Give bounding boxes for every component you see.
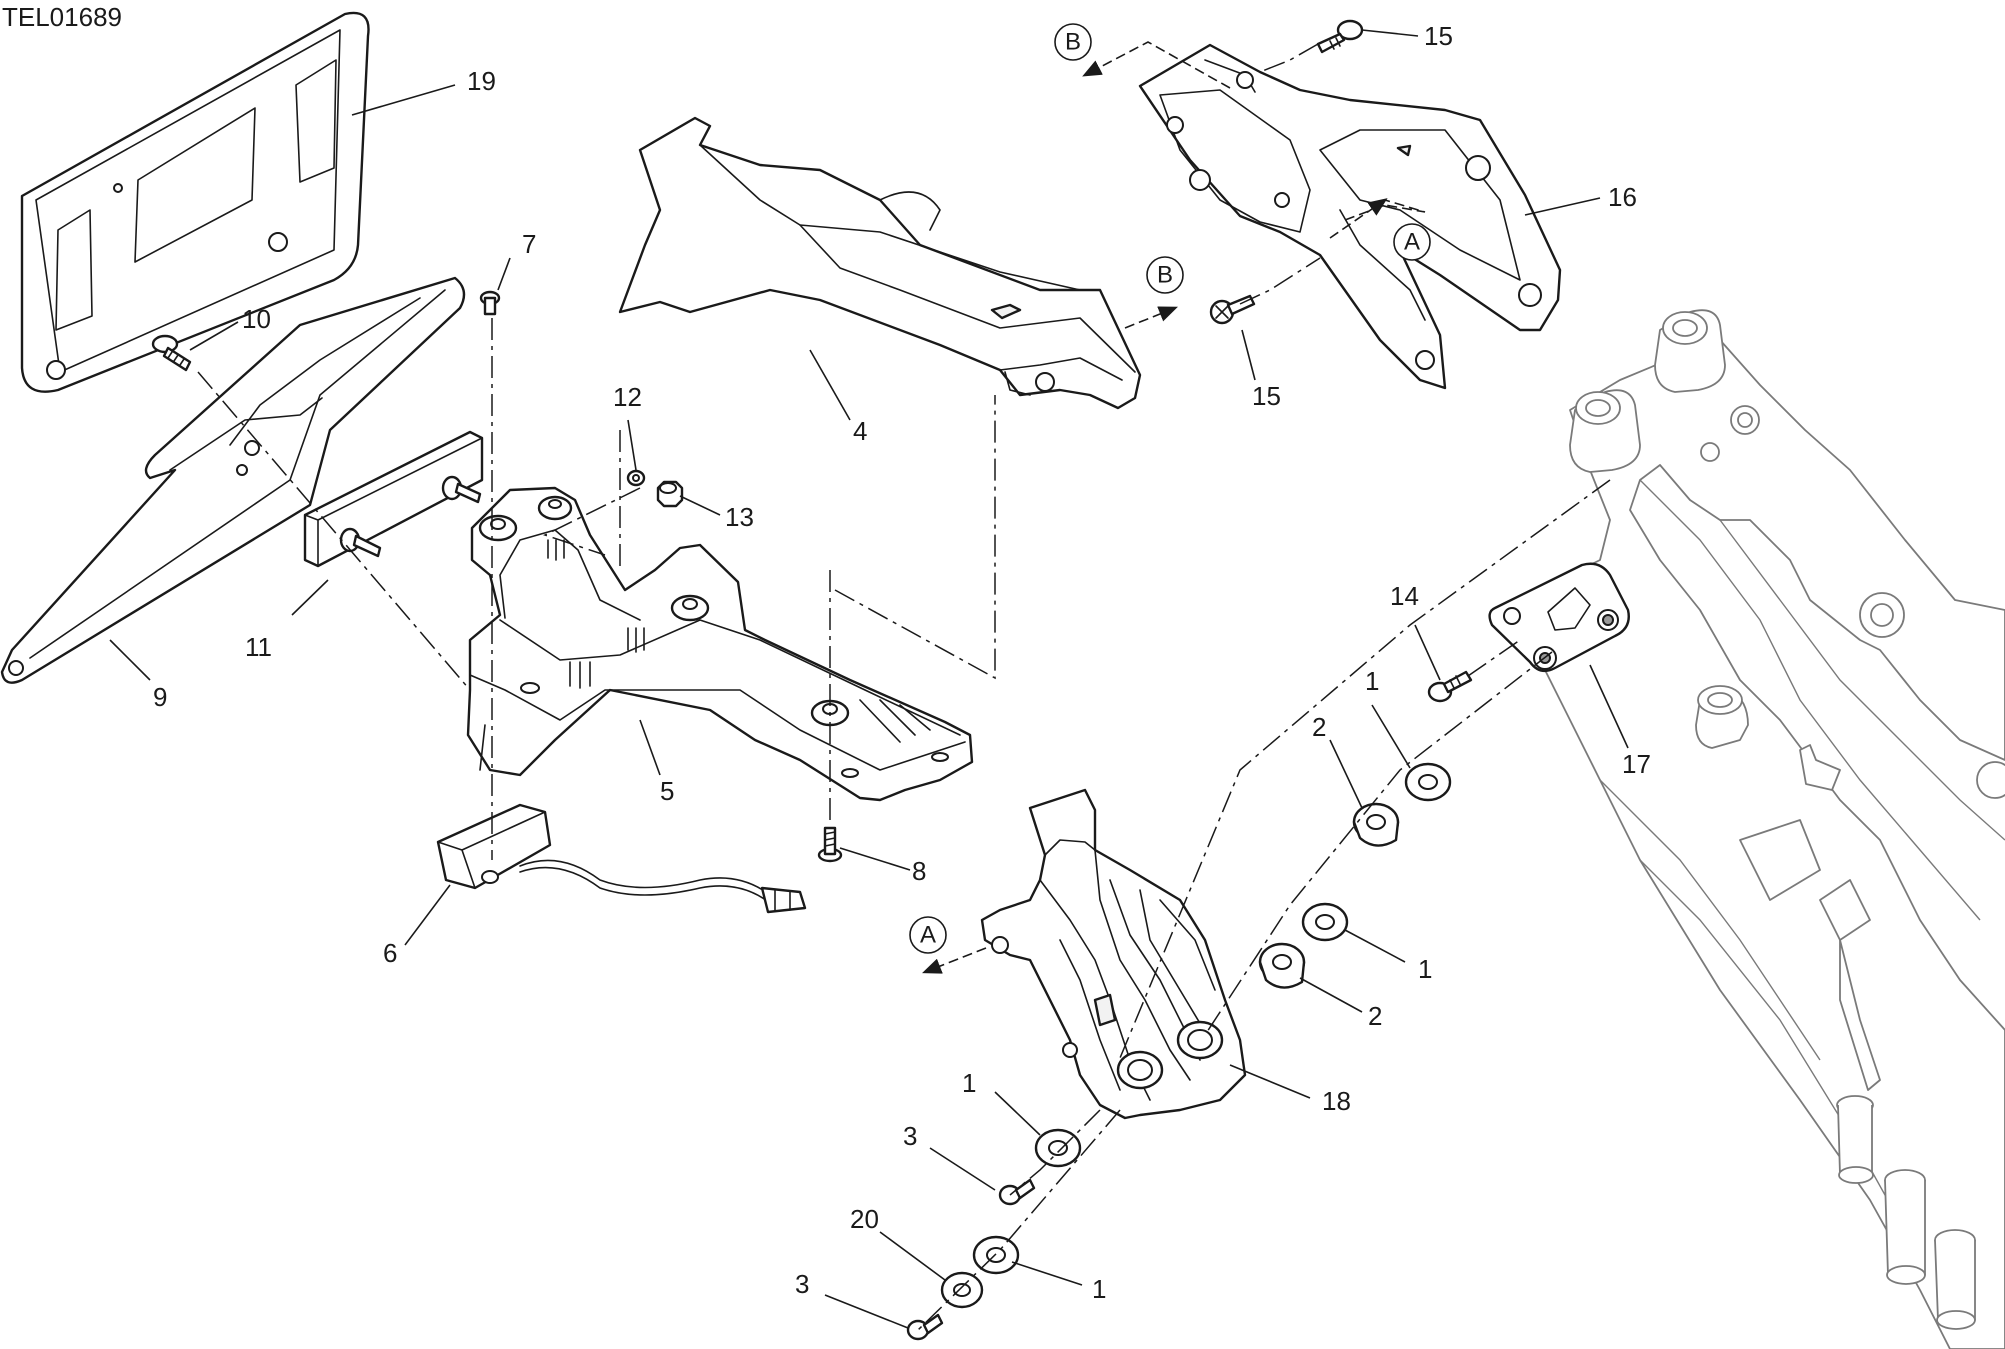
part-14-screw xyxy=(1427,670,1473,703)
part-9-plate-bracket xyxy=(0,276,466,684)
callout-17: 17 xyxy=(1622,749,1651,779)
callout-19: 19 xyxy=(467,66,496,96)
callout-2-mid: 2 xyxy=(1368,1001,1382,1031)
svg-text:B: B xyxy=(1065,29,1081,56)
callout-13: 13 xyxy=(725,502,754,532)
callout-labels: 19 10 7 9 11 12 13 5 4 6 8 15 15 16 14 1… xyxy=(153,21,1651,1304)
reference-a-low: A xyxy=(909,916,987,974)
callout-1-upper: 1 xyxy=(1365,666,1379,696)
callout-10: 10 xyxy=(242,304,271,334)
part-19-license-plate-holder xyxy=(20,11,370,393)
leader-lines xyxy=(109,29,1629,1329)
callout-2-upper: 2 xyxy=(1312,712,1326,742)
callout-16: 16 xyxy=(1608,182,1637,212)
part-5-lower-bracket xyxy=(466,486,974,802)
part-7-screw xyxy=(479,290,501,316)
callout-15-mid: 15 xyxy=(1252,381,1281,411)
callout-11: 11 xyxy=(245,632,272,662)
part-3-screw-bottom xyxy=(906,1313,944,1341)
callout-6: 6 xyxy=(383,938,397,968)
callout-8: 8 xyxy=(912,856,926,886)
part-1-grommet-mid xyxy=(1301,902,1349,942)
callout-12: 12 xyxy=(613,382,642,412)
part-2-spacer-mid xyxy=(1258,942,1306,989)
part-1-grommet-bottom xyxy=(972,1235,1020,1275)
part-8-screw xyxy=(817,826,843,863)
callout-3-bottom: 3 xyxy=(795,1269,809,1299)
part-3-screw-low xyxy=(998,1178,1036,1206)
subframe xyxy=(1519,309,2005,1349)
assembly-axes xyxy=(197,43,1611,1331)
part-6-plate-light xyxy=(436,803,807,914)
callout-7: 7 xyxy=(522,229,536,259)
part-10-screw xyxy=(151,334,192,372)
part-20-washer xyxy=(940,1271,984,1309)
reference-a-top: A xyxy=(1329,198,1431,261)
callout-3-low: 3 xyxy=(903,1121,917,1151)
callout-14: 14 xyxy=(1390,581,1419,611)
part-4-tail-cover xyxy=(618,116,1142,410)
part-11-reflector xyxy=(303,430,484,568)
callout-18: 18 xyxy=(1322,1086,1351,1116)
svg-text:A: A xyxy=(1404,229,1420,256)
callout-5: 5 xyxy=(660,776,674,806)
svg-text:A: A xyxy=(920,922,936,949)
callout-4: 4 xyxy=(853,416,867,446)
part-16-side-cover xyxy=(1138,43,1562,390)
part-15-screw-top xyxy=(1316,19,1364,54)
drawing-code: TEL01689 xyxy=(2,2,122,32)
part-15-screw-mid xyxy=(1209,294,1256,325)
part-13-nut xyxy=(656,480,684,508)
callout-1-bottom: 1 xyxy=(1092,1274,1106,1304)
part-1-grommet-low xyxy=(1034,1128,1082,1168)
part-12-washer xyxy=(626,469,646,487)
callout-1-low: 1 xyxy=(962,1068,976,1098)
reference-b-mid: B xyxy=(1124,256,1184,329)
svg-text:B: B xyxy=(1157,262,1173,289)
callout-15-top: 15 xyxy=(1424,21,1453,51)
callout-20: 20 xyxy=(850,1204,879,1234)
part-18-bracket xyxy=(980,788,1247,1120)
callout-1-mid: 1 xyxy=(1418,954,1432,984)
reference-b-top: B xyxy=(1054,23,1231,89)
part-2-spacer-upper xyxy=(1352,802,1400,847)
part-1-grommet-upper xyxy=(1404,762,1452,802)
callout-9: 9 xyxy=(153,682,167,712)
